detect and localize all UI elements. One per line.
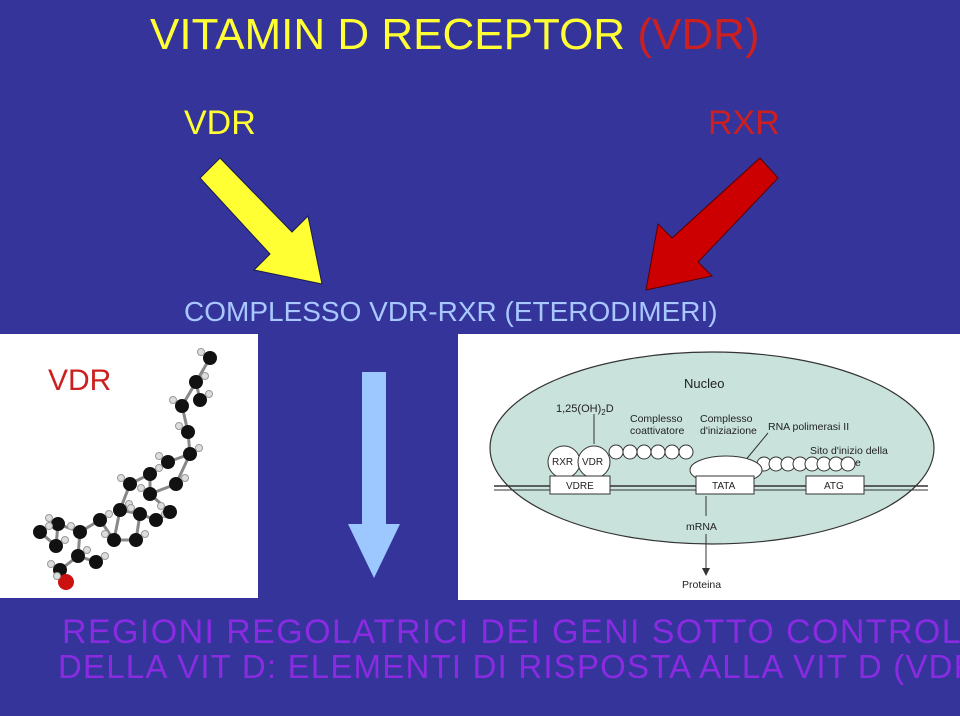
carbon-atom: [163, 505, 177, 519]
title-main: VITAMIN D RECEPTOR: [150, 10, 638, 59]
hydrogen-atom: [67, 522, 75, 530]
coactivator-label-1: Complesso: [630, 413, 683, 425]
carbon-atom: [123, 477, 137, 491]
carbon-atom: [73, 525, 87, 539]
carbon-atom: [183, 447, 197, 461]
tata-box-label: TATA: [712, 481, 736, 492]
hydrogen-atom: [53, 572, 61, 580]
hydrogen-atom: [175, 422, 183, 430]
hydrogen-atom: [117, 474, 125, 482]
yellow-arrow: [199, 157, 323, 285]
hydrogen-atom: [155, 452, 163, 460]
hydrogen-atom: [101, 552, 109, 560]
ligand-label: 1,25(OH)2D: [556, 403, 614, 417]
nucleus-ellipse: [489, 351, 935, 545]
carbon-atom: [193, 393, 207, 407]
hydrogen-atom: [127, 504, 135, 512]
carbon-atom: [71, 549, 85, 563]
hydrogen-atom: [45, 514, 53, 522]
initiation-label-1: Complesso: [700, 413, 753, 425]
carbon-atom: [33, 525, 47, 539]
carbon-atom: [161, 455, 175, 469]
molecule-panel: [0, 334, 258, 598]
start-site-label-1: Sito d'inizio della: [810, 445, 888, 457]
carbon-atom: [51, 517, 65, 531]
conclusion-line-1: REGIONI REGOLATRICI DEI GENI SOTTO CONTR…: [62, 613, 960, 651]
complex-bead: [840, 456, 856, 472]
hydrogen-atom: [155, 464, 163, 472]
carbon-atom: [143, 487, 157, 501]
carbon-atom: [149, 513, 163, 527]
gene-regulation-diagram: Nucleo 1,25(OH)2D Complesso coattivatore…: [458, 334, 960, 600]
hydrogen-atom: [181, 474, 189, 482]
carbon-atom: [113, 503, 127, 517]
hydrogen-atom: [45, 522, 53, 530]
complex-bead: [622, 444, 638, 460]
polymerase-label: RNA polimerasi II: [768, 421, 849, 433]
protein-label: Proteina: [682, 579, 721, 591]
conclusion-line-2: DELLA VIT D: ELEMENTI DI RISPOSTA ALLA V…: [58, 648, 960, 685]
title-accent: (VDR): [637, 10, 760, 59]
carbon-atom: [133, 507, 147, 521]
carbon-atom: [169, 477, 183, 491]
slide-title: VITAMIN D RECEPTOR (VDR): [150, 10, 760, 60]
vdr-circle-label: VDR: [582, 457, 603, 468]
hydrogen-atom: [101, 530, 109, 538]
complex-bead: [650, 444, 666, 460]
hydrogen-atom: [141, 530, 149, 538]
complex-bead: [678, 444, 694, 460]
oxygen-atom: [58, 574, 74, 590]
rxr-label: RXR: [708, 104, 780, 142]
carbon-atom: [129, 533, 143, 547]
complex-bead: [636, 444, 652, 460]
vdre-box-label: VDRE: [566, 481, 594, 492]
hydrogen-atom: [197, 348, 205, 356]
carbon-atom: [49, 539, 63, 553]
carbon-atom: [89, 555, 103, 569]
carbon-atom: [181, 425, 195, 439]
vdr-label: VDR: [184, 104, 256, 142]
complex-bead: [664, 444, 680, 460]
carbon-atom: [203, 351, 217, 365]
hydrogen-atom: [61, 536, 69, 544]
blue-down-arrow: [348, 372, 400, 578]
hydrogen-atom: [169, 396, 177, 404]
molecule-label: VDR: [48, 364, 112, 397]
mrna-label: mRNA: [686, 521, 717, 533]
hydrogen-atom: [205, 390, 213, 398]
nucleus-label: Nucleo: [684, 376, 724, 391]
hydrogen-atom: [137, 484, 145, 492]
red-arrow: [645, 157, 779, 291]
complex-label: COMPLESSO VDR-RXR (ETERODIMERI): [184, 296, 718, 327]
hydrogen-atom: [105, 510, 113, 518]
vitamin-d-molecule-image: [33, 348, 217, 590]
initiation-label-2: d'iniziazione: [700, 425, 757, 437]
hydrogen-atom: [47, 560, 55, 568]
carbon-atom: [93, 513, 107, 527]
hydrogen-atom: [201, 372, 209, 380]
carbon-atom: [175, 399, 189, 413]
hydrogen-atom: [157, 502, 165, 510]
carbon-atom: [189, 375, 203, 389]
hydrogen-atom: [83, 546, 91, 554]
carbon-atom: [107, 533, 121, 547]
rxr-circle-label: RXR: [552, 457, 573, 468]
coactivator-label-2: coattivatore: [630, 425, 684, 437]
atg-box-label: ATG: [824, 481, 844, 492]
complex-bead: [608, 444, 624, 460]
carbon-atom: [143, 467, 157, 481]
hydrogen-atom: [195, 444, 203, 452]
